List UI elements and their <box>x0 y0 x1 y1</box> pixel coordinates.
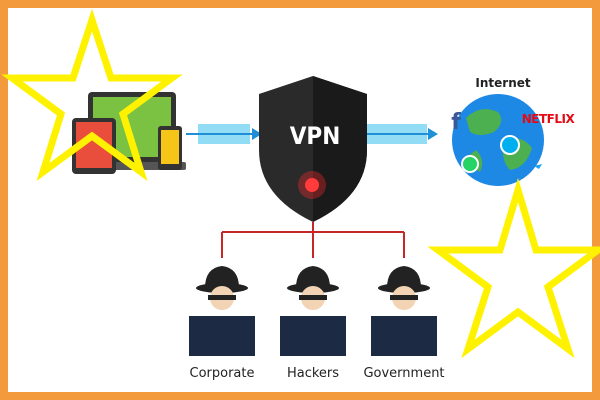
shield-icon <box>259 76 367 222</box>
connector-lines <box>221 222 405 258</box>
label-corporate: Corporate <box>189 366 255 381</box>
star-icon-left <box>1 8 183 182</box>
vpn-label: VPN <box>289 122 341 150</box>
netflix-label: NETFLIX <box>521 112 575 126</box>
hacker-icon-government <box>371 266 437 356</box>
hacker-icon-corporate <box>189 266 255 356</box>
phone-icon <box>158 126 182 170</box>
internet-label: Internet <box>475 76 531 90</box>
star-icon-right <box>427 177 600 359</box>
hacker-icon-hackers <box>280 266 346 356</box>
arrow-devices-to-vpn <box>186 124 262 144</box>
label-hackers: Hackers <box>286 366 340 381</box>
devices-icon <box>72 92 186 174</box>
globe-icon <box>452 94 544 186</box>
arrow-vpn-to-internet <box>360 124 438 144</box>
facebook-icon: f <box>451 110 461 135</box>
label-government: Government <box>363 366 445 381</box>
